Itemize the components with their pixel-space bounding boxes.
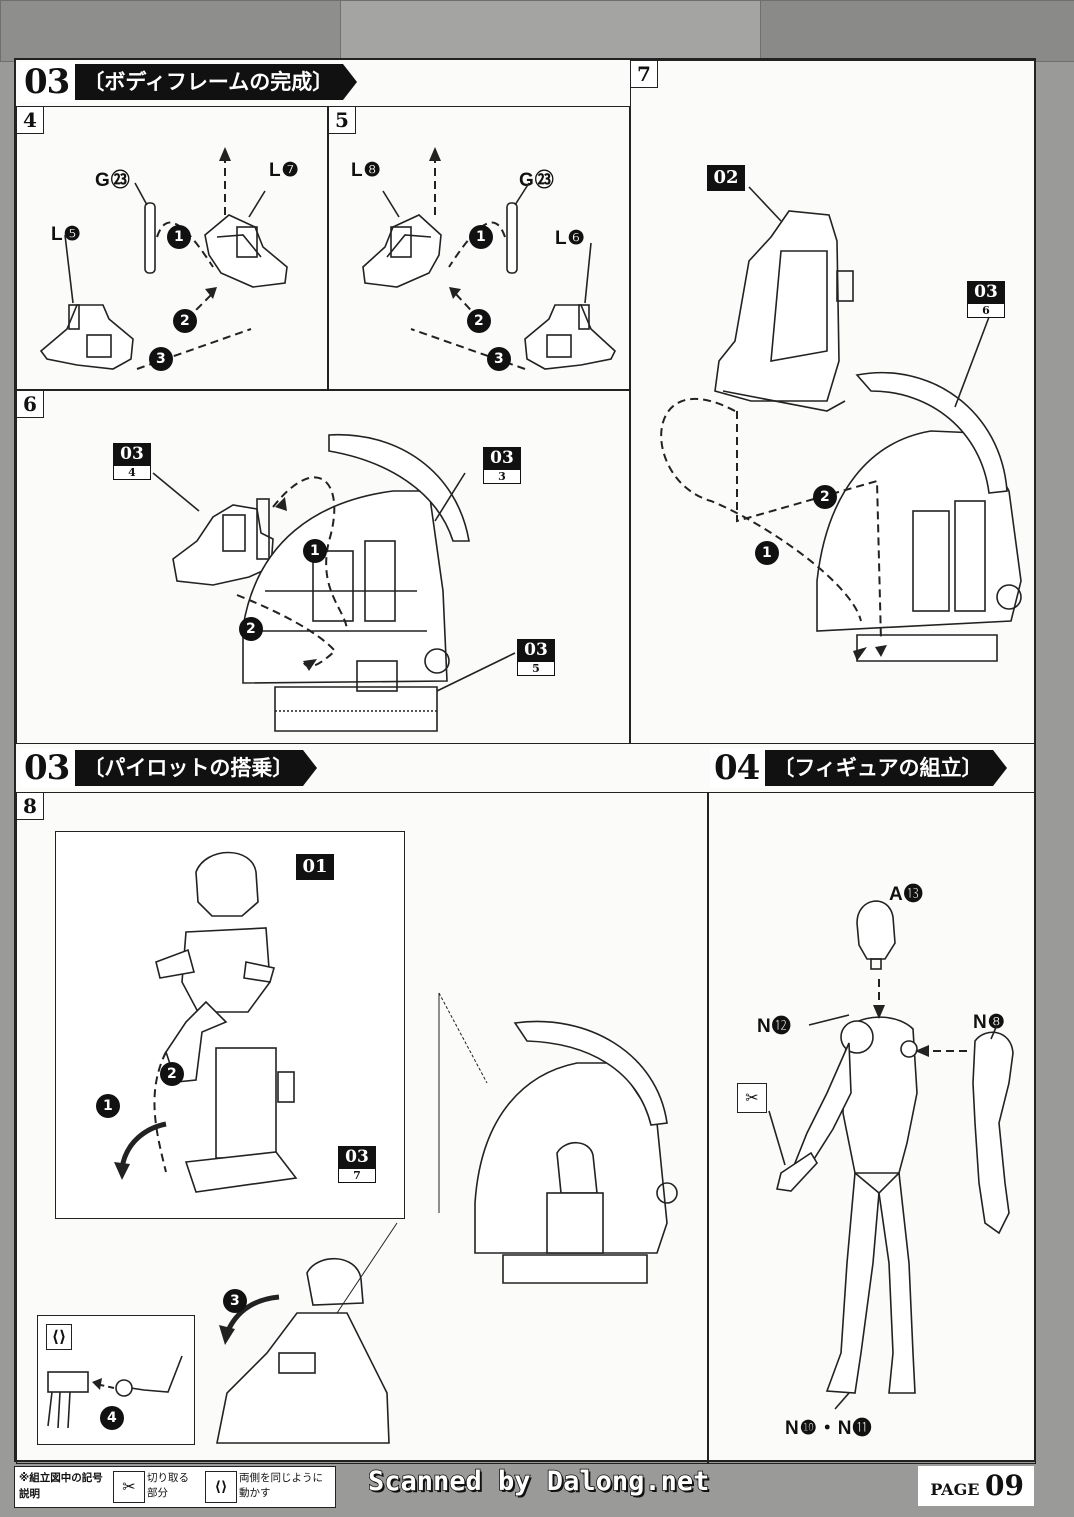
- substep-5-illustration: [362, 147, 616, 370]
- part-label: N❿・N⓫: [785, 1418, 873, 1439]
- pilot-seat-illustration: [114, 851, 298, 1193]
- background-plate: [760, 0, 1074, 62]
- instruction-sheet: 03 〔ボディフレームの完成〕 4 G㉓ L❼ L❺: [14, 58, 1036, 1464]
- substep-number: 8: [17, 793, 44, 820]
- part-label: L❼: [269, 160, 300, 181]
- part-label: N⓬: [757, 1016, 792, 1037]
- part-label: N❽: [973, 1012, 1006, 1033]
- arm-illustration: [47, 1355, 183, 1429]
- part-reference-badge: 01: [296, 854, 334, 880]
- symbol-legend: ※組立図中の記号説明 ✂ 切り取る部分 ⟨⟩ 両側を同じように動かす: [14, 1466, 336, 1508]
- background-plate: [340, 0, 762, 62]
- step-title: 〔パイロットの搭乗〕: [75, 750, 304, 786]
- mirror-move-icon: ⟨⟩: [46, 1324, 72, 1350]
- part-label: L❽: [351, 160, 382, 181]
- cut-part-icon: ✂: [737, 1083, 767, 1113]
- part-label: L❺: [51, 224, 82, 245]
- mirror-icon: ⟨⟩: [205, 1471, 237, 1503]
- step-title: 〔ボディフレームの完成〕: [75, 64, 344, 100]
- step-header-figure-assembly: 04 〔フィギュアの組立〕: [710, 748, 1007, 788]
- arm-detail-box: ⟨⟩ 4: [37, 1315, 195, 1445]
- header-arrow-decoration: [343, 64, 358, 100]
- substep-number: 4: [17, 107, 44, 134]
- substep-number: 5: [329, 107, 356, 134]
- header-arrow-decoration: [992, 750, 1007, 786]
- page-label: PAGE: [930, 1480, 980, 1499]
- header-arrow-decoration: [303, 750, 318, 786]
- substep-6-illustration: [152, 433, 516, 732]
- page-number: PAGE 09: [918, 1466, 1034, 1506]
- substep-4-panel: 4 G㉓ L❼ L❺: [16, 106, 328, 390]
- legend-item-cut: 切り取る部分: [147, 1472, 189, 1499]
- substep-5-panel: 5 L❽ G㉓ L❻: [328, 106, 630, 390]
- cut-icon: ✂: [113, 1471, 145, 1503]
- figure-illustration: [768, 900, 1014, 1410]
- step-title: 〔フィギュアの組立〕: [765, 750, 993, 786]
- part-reference-badge: 02: [707, 165, 745, 191]
- legend-item-mirror: 両側を同じように動かす: [239, 1472, 323, 1499]
- part-label: A⓭: [889, 884, 924, 905]
- page-number-value: 09: [985, 1469, 1024, 1502]
- step-header-body-frame: 03 〔ボディフレームの完成〕: [20, 62, 358, 102]
- step-header-pilot-boarding: 03 〔パイロットの搭乗〕: [20, 748, 318, 788]
- part-label: L❻: [555, 228, 586, 249]
- scan-credit: Scanned by Dalong.net: [367, 1465, 710, 1498]
- step-number: 04: [710, 748, 766, 788]
- part-label: G㉓: [95, 170, 131, 191]
- substep-7-illustration: [660, 186, 1022, 662]
- legend-heading: ※組立図中の記号説明: [19, 1472, 103, 1500]
- pilot-cockpit-illustration: [216, 992, 678, 1444]
- step-number: 03: [20, 748, 76, 788]
- background-plate: [0, 0, 342, 62]
- substep-4-illustration: [39, 147, 288, 370]
- step-number: 03: [20, 62, 76, 102]
- figure-assembly-panel: A⓭ N⓬ N❽ N❿・N⓫ ✂: [708, 792, 1036, 1464]
- substep-number: 7: [631, 61, 658, 88]
- substep-number: 6: [17, 391, 44, 418]
